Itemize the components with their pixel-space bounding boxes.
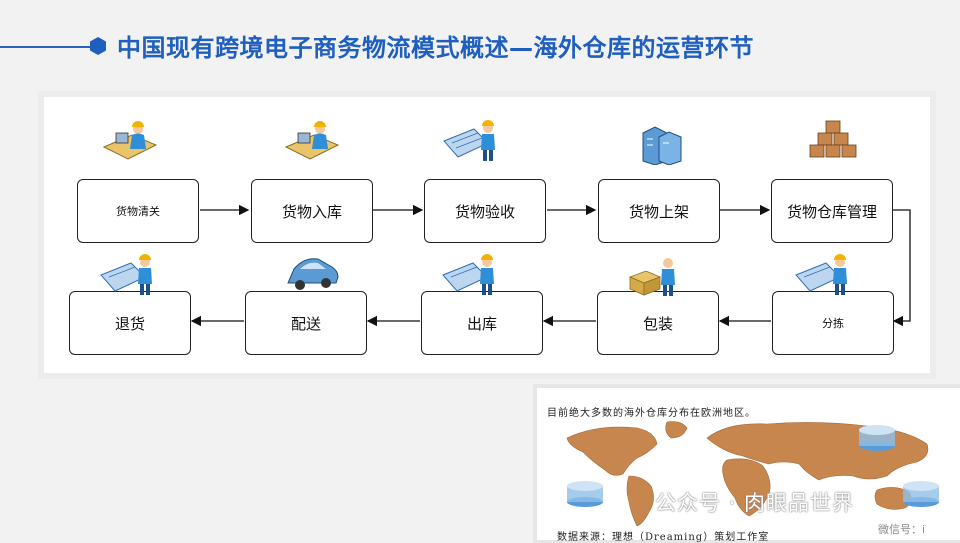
server-rack-icon: [642, 126, 682, 165]
step-packing: 包装: [597, 291, 719, 355]
world-map: [566, 421, 939, 526]
data-source: 数据来源：理想（Dreaming）策划工作室: [557, 532, 770, 543]
header-rule: [0, 46, 92, 48]
step-inspection: 货物验收: [424, 179, 546, 243]
step-customs-clearance: 货物清关: [77, 179, 199, 243]
car-icon: [287, 258, 339, 290]
stacked-boxes-icon: [809, 120, 857, 158]
flow-arrows: [190, 204, 911, 327]
worker-with-blueprint-icon: [795, 254, 847, 295]
page-title: 中国现有跨境电子商务物流模式概述—海外仓库的运营环节: [117, 34, 754, 62]
step-sorting: 分拣: [772, 291, 894, 355]
worker-with-blueprint-icon: [100, 254, 152, 295]
step-delivery: 配送: [245, 291, 367, 355]
watermark-sub: 微信号：i: [878, 523, 926, 536]
step-returns: 退货: [69, 291, 191, 355]
step-warehouse-management: 货物仓库管理: [771, 179, 893, 243]
warehouse-map-card: 目前绝大多数的海外仓库分布在欧洲地区。: [537, 388, 960, 543]
worker-with-blueprint-icon: [442, 254, 494, 295]
worker-at-desk-icon: [284, 121, 340, 160]
step-shelving: 货物上架: [598, 179, 720, 243]
title-hexagon-icon: [90, 37, 106, 55]
flow-diagram-panel: 货物清关 货物入库 货物验收 货物上架 货物仓库管理 退货 配送 出库 包装 分…: [44, 97, 930, 373]
step-warehousing-inbound: 货物入库: [251, 179, 373, 243]
watermark-main: 公众号 · 肉眼品世界: [655, 491, 855, 515]
step-outbound: 出库: [421, 291, 543, 355]
worker-with-blueprint-icon: [443, 120, 495, 161]
worker-at-desk-icon: [102, 121, 158, 160]
map-note: 目前绝大多数的海外仓库分布在欧洲地区。: [547, 408, 756, 419]
worker-packing-icon: [628, 258, 675, 296]
warehouse-marker-icon: [859, 425, 895, 451]
